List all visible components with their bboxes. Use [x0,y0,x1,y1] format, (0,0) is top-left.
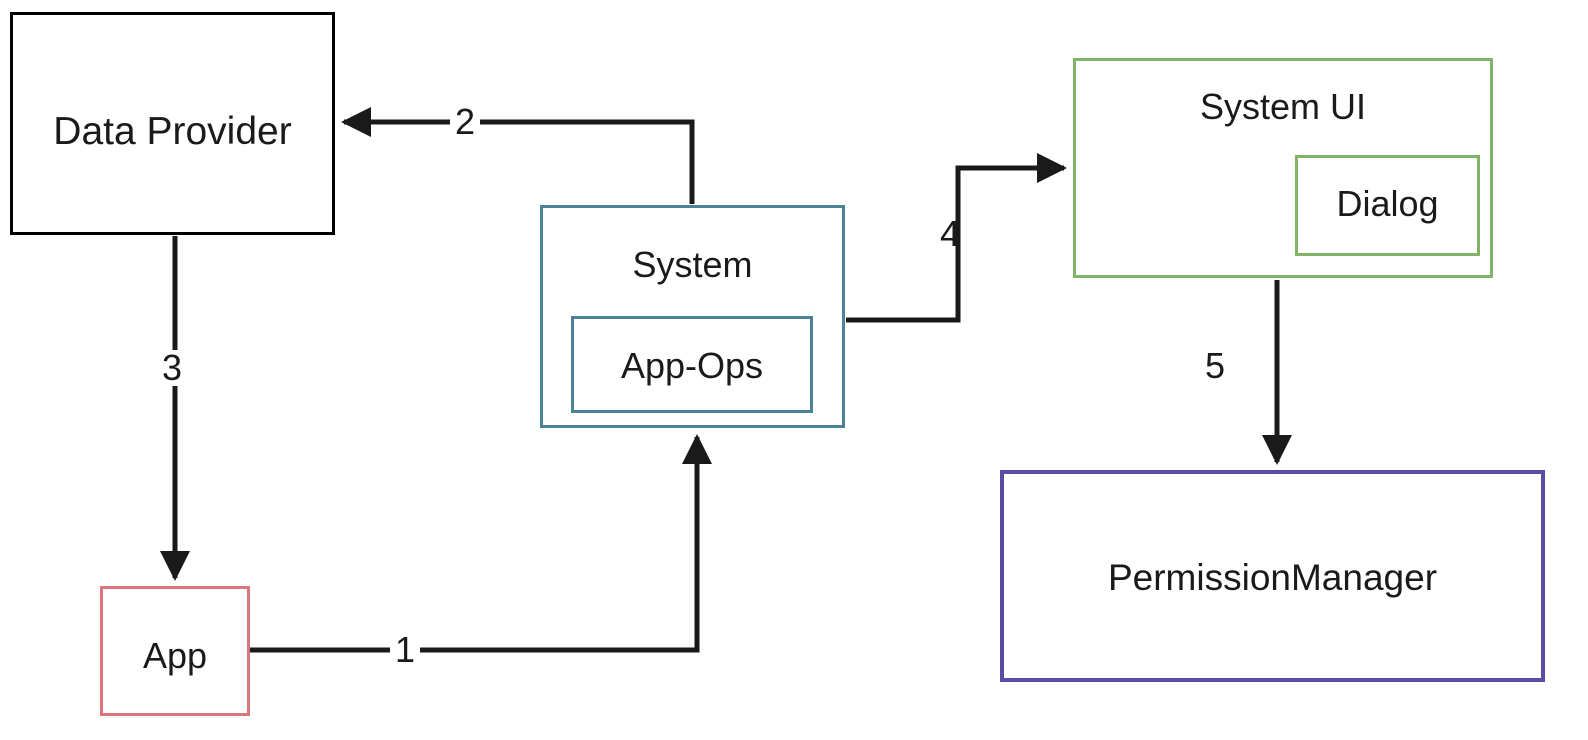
edge-label-5: 5 [1205,345,1226,386]
edge-2-path [341,107,695,204]
edge-label-2: 2 [450,104,481,140]
node-app-ops[interactable]: App-Ops [571,316,813,413]
edge-label-4: 4 [940,213,961,254]
node-app-ops-label: App-Ops [620,345,764,386]
node-app-label: App [142,635,208,676]
node-permission-manager-label: PermissionManager [1107,557,1438,598]
node-system-label: System [632,244,753,285]
edge-1-path [250,434,712,653]
node-system-ui[interactable]: System UI Dialog [1073,58,1493,278]
node-dialog-label: Dialog [1336,183,1439,224]
node-dialog[interactable]: Dialog [1295,155,1480,256]
node-app[interactable]: App [100,586,250,716]
node-system-ui-label: System UI [1199,86,1367,127]
edge-label-3: 3 [157,350,188,386]
node-data-provider[interactable]: Data Provider [10,12,335,235]
node-system[interactable]: System App-Ops [540,205,845,428]
node-data-provider-label: Data Provider [53,110,292,153]
edge-label-1: 1 [390,632,421,668]
node-permission-manager[interactable]: PermissionManager [1000,470,1545,682]
